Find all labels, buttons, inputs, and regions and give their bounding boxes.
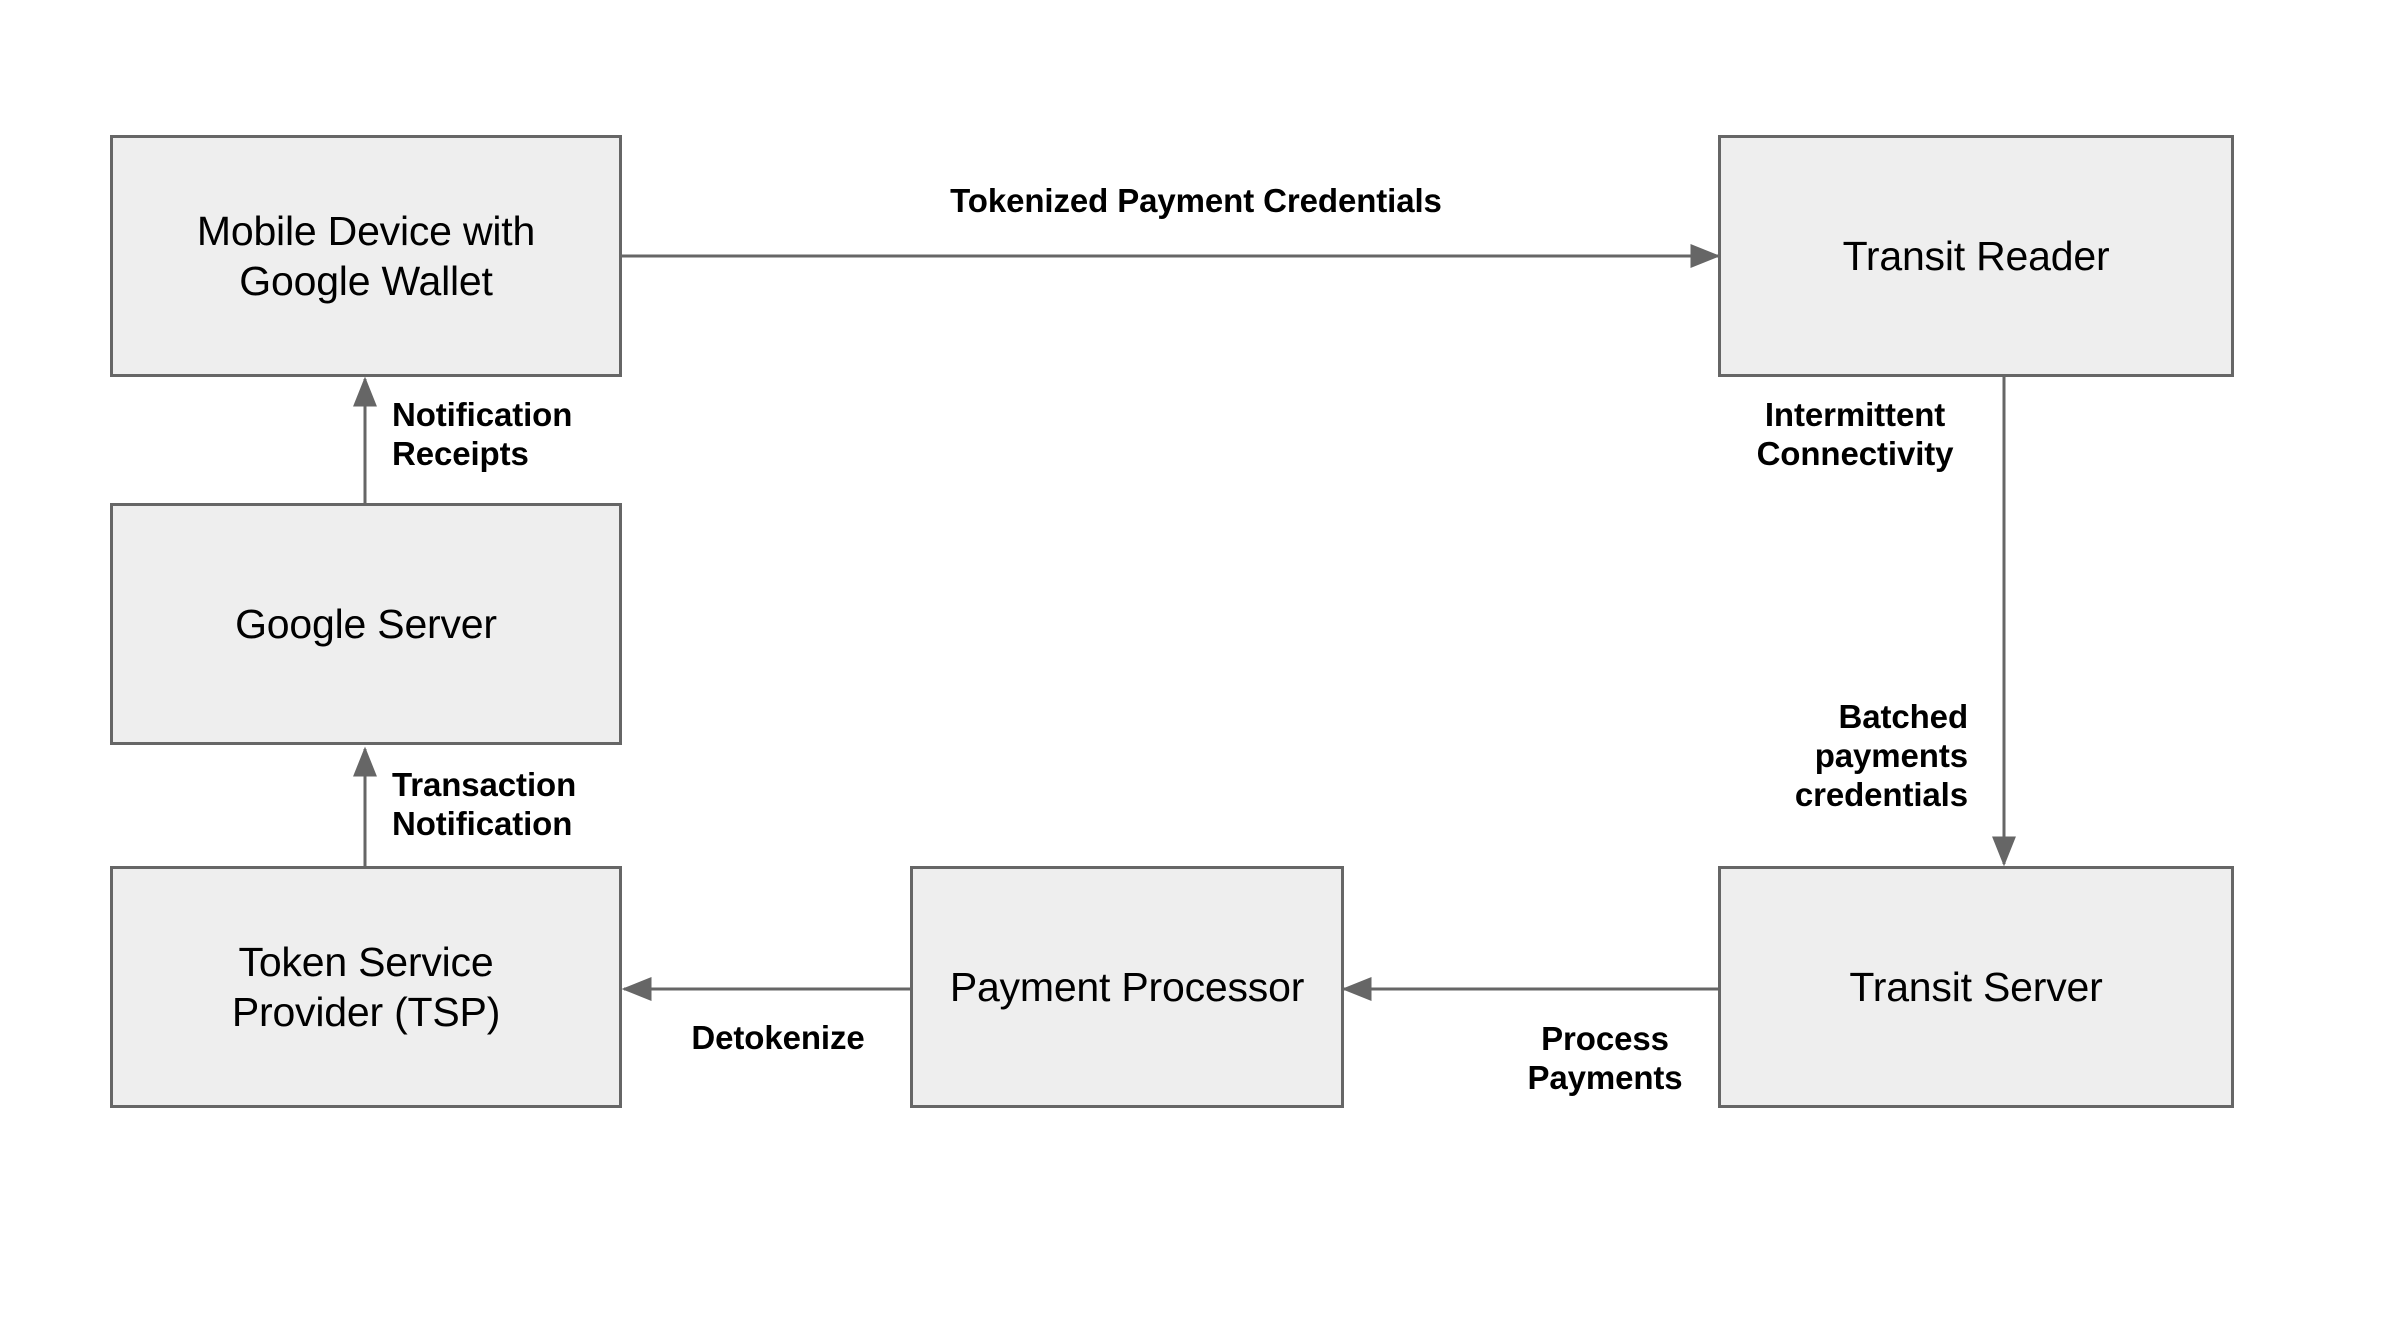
node-transit-reader-label: Transit Reader [1842,232,2110,279]
node-mobile-device[interactable]: Mobile Device with Google Wallet [110,135,622,377]
edge-label-detokenize: Detokenize [691,1019,865,1056]
edge-label-notification-receipts: Notification Receipts [392,396,573,472]
node-payment-processor-label: Payment Processor [949,963,1305,1010]
edge-label-tokenized-payment-credentials: Tokenized Payment Credentials [950,182,1442,219]
node-transit-reader[interactable]: Transit Reader [1718,135,2234,377]
node-google-server-label: Google Server [235,600,497,647]
edge-label-transaction-notification: Transaction Notification [392,766,577,842]
node-google-server[interactable]: Google Server [110,503,622,745]
edge-label-intermittent-connectivity: Intermittent Connectivity [1756,396,1954,472]
edge-label-batched-payments-credentials: Batched payments credentials [1794,698,1968,813]
edge-label-process-payments: Process Payments [1527,1020,1683,1096]
node-token-service-provider-label: Token Service Provider (TSP) [231,938,501,1035]
node-transit-server-label: Transit Server [1849,963,2103,1010]
node-payment-processor[interactable]: Payment Processor [910,866,1344,1108]
node-mobile-device-label: Mobile Device with Google Wallet [196,207,536,304]
node-token-service-provider[interactable]: Token Service Provider (TSP) [110,866,622,1108]
node-transit-server[interactable]: Transit Server [1718,866,2234,1108]
